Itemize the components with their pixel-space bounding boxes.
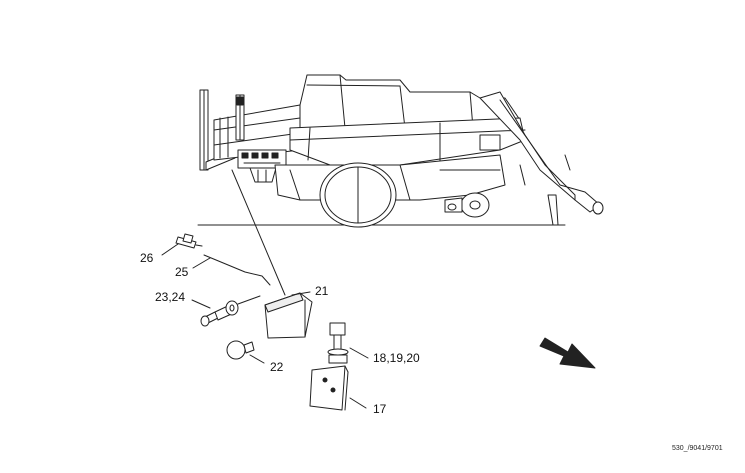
main-wheel — [319, 162, 397, 228]
lamp-housing-21 — [264, 292, 313, 339]
screw-nut-23-24 — [200, 295, 261, 327]
callout-18-19-20: 18,19,20 — [373, 351, 420, 365]
callout-21: 21 — [315, 284, 329, 298]
direction-arrow — [539, 337, 596, 369]
bulb-22 — [226, 340, 255, 360]
bolt-washer-nut-18-19-20 — [327, 322, 349, 364]
leader-17 — [349, 397, 367, 409]
drawing-code: 530_/9041/9701 — [672, 445, 723, 452]
callout-22: 22 — [270, 360, 284, 374]
pickup-wheel — [444, 192, 490, 218]
callout-26: 26 — [140, 251, 154, 265]
tail-light-cluster — [237, 149, 287, 183]
leader-21 — [291, 291, 311, 296]
wiring-line — [231, 169, 286, 296]
leader-18-19-20 — [349, 347, 369, 359]
cable-25 — [203, 254, 271, 286]
callout-23-24: 23,24 — [155, 290, 186, 304]
callout-25: 25 — [175, 265, 189, 279]
mounting-plate-17 — [309, 365, 349, 411]
plug-connector-26 — [175, 233, 203, 249]
callout-17: 17 — [373, 402, 387, 416]
leader-23-24 — [191, 299, 211, 309]
leader-22 — [249, 354, 265, 364]
rear-chute — [199, 89, 301, 171]
baler-machine — [199, 74, 604, 296]
main-body — [289, 117, 526, 166]
leader-25 — [192, 257, 211, 269]
leader-26 — [161, 243, 179, 256]
drawbar — [479, 91, 604, 226]
